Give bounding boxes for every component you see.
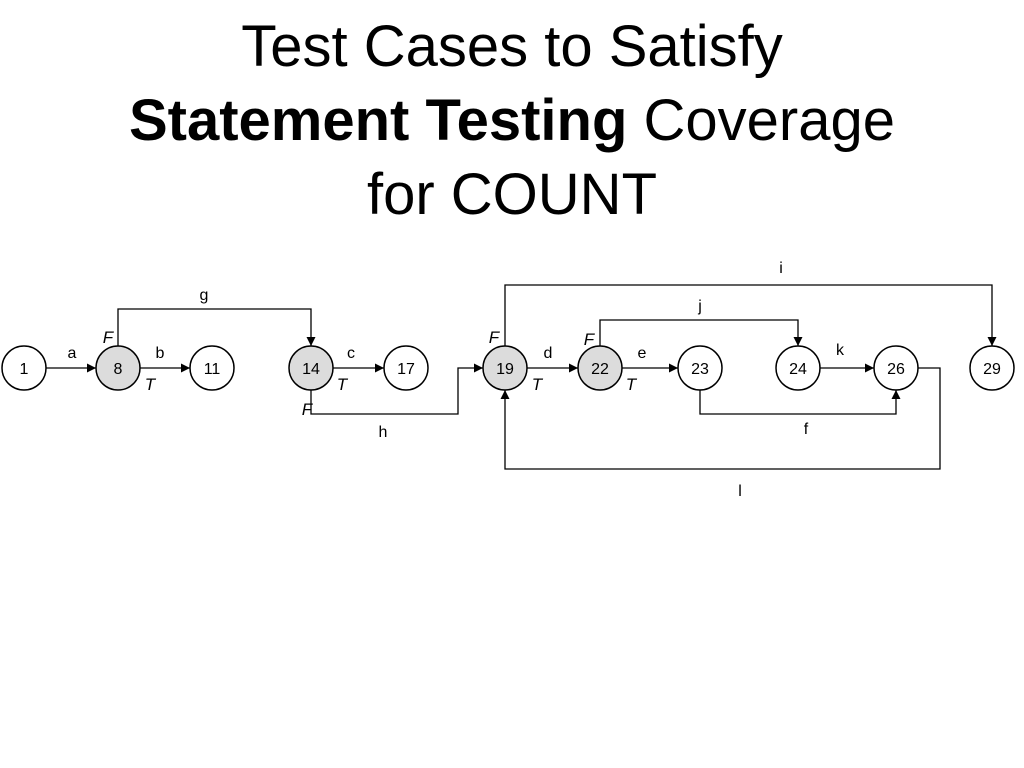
node-label-24: 24 [789, 361, 807, 378]
slide-title: Test Cases to Satisfy Statement Testing … [0, 10, 1024, 232]
node-circle-24 [775, 345, 821, 391]
node-label-23: 23 [691, 361, 709, 378]
node-circle-26 [873, 345, 919, 391]
node-22: 22 [577, 345, 623, 391]
node-26: 26 [873, 345, 919, 391]
node-23: 23 [677, 345, 723, 391]
edge-label-g: g [200, 287, 209, 304]
edge-l [500, 367, 941, 470]
node-circle-11 [189, 345, 235, 391]
node-17: 17 [383, 345, 429, 391]
node-11: 11 [189, 345, 235, 391]
node-label-19: 19 [496, 361, 514, 378]
node-8: 8 [95, 345, 141, 391]
edge-label-b: b [156, 345, 165, 362]
node-label-26: 26 [887, 361, 905, 378]
edge-j [599, 319, 803, 346]
edge-label-i: i [779, 260, 783, 277]
nodes-layer: 1 8 11 14 17 19 22 23 24 26 29 [1, 345, 1015, 391]
branch-label-22-t: T [626, 375, 638, 394]
branch-label-8-t: T [145, 375, 157, 394]
node-label-1: 1 [20, 361, 29, 378]
node-label-8: 8 [114, 361, 123, 378]
edge-h [310, 363, 483, 415]
edge-label-e: e [638, 345, 647, 362]
edge-label-c: c [347, 345, 355, 362]
branch-label-19-t: T [532, 375, 544, 394]
edge-g [117, 308, 316, 346]
edge-label-l: l [738, 483, 742, 500]
edge-label-h: h [379, 424, 388, 441]
edge-label-d: d [544, 345, 553, 362]
node-circle-1 [1, 345, 47, 391]
edge-label-j: j [697, 298, 702, 315]
node-circle-19 [482, 345, 528, 391]
branch-label-19-f: F [489, 328, 501, 347]
node-24: 24 [775, 345, 821, 391]
edge-label-f: f [804, 421, 809, 438]
edge-label-k: k [836, 342, 845, 359]
node-circle-14 [288, 345, 334, 391]
labels-layer: a b g c h d i e j f k l F T T F F T F T [68, 260, 845, 500]
title-line-1: Test Cases to Satisfy [241, 14, 783, 79]
branch-label-8-f: F [103, 328, 115, 347]
title-line-2: Statement Testing Coverage [0, 84, 1024, 158]
node-label-17: 17 [397, 361, 415, 378]
edge-i [504, 284, 997, 346]
node-circle-17 [383, 345, 429, 391]
node-14: 14 [288, 345, 334, 391]
title-line-3: for COUNT [367, 162, 657, 227]
edges-layer [46, 284, 997, 470]
node-circle-22 [577, 345, 623, 391]
title-emphasis: Statement Testing [128, 88, 628, 153]
node-label-11: 11 [204, 361, 221, 378]
edge-label-a: a [68, 345, 77, 362]
edge-f [699, 390, 901, 415]
node-circle-23 [677, 345, 723, 391]
node-label-29: 29 [983, 361, 1001, 378]
node-label-14: 14 [302, 361, 320, 378]
branch-label-14-f: F [302, 400, 314, 419]
title-line-2-rest: Coverage [643, 88, 896, 153]
node-circle-29 [969, 345, 1015, 391]
branch-label-22-f: F [584, 330, 596, 349]
node-29: 29 [969, 345, 1015, 391]
node-19: 19 [482, 345, 528, 391]
node-1: 1 [1, 345, 47, 391]
branch-label-14-t: T [337, 375, 349, 394]
node-label-22: 22 [591, 361, 609, 378]
node-circle-8 [95, 345, 141, 391]
